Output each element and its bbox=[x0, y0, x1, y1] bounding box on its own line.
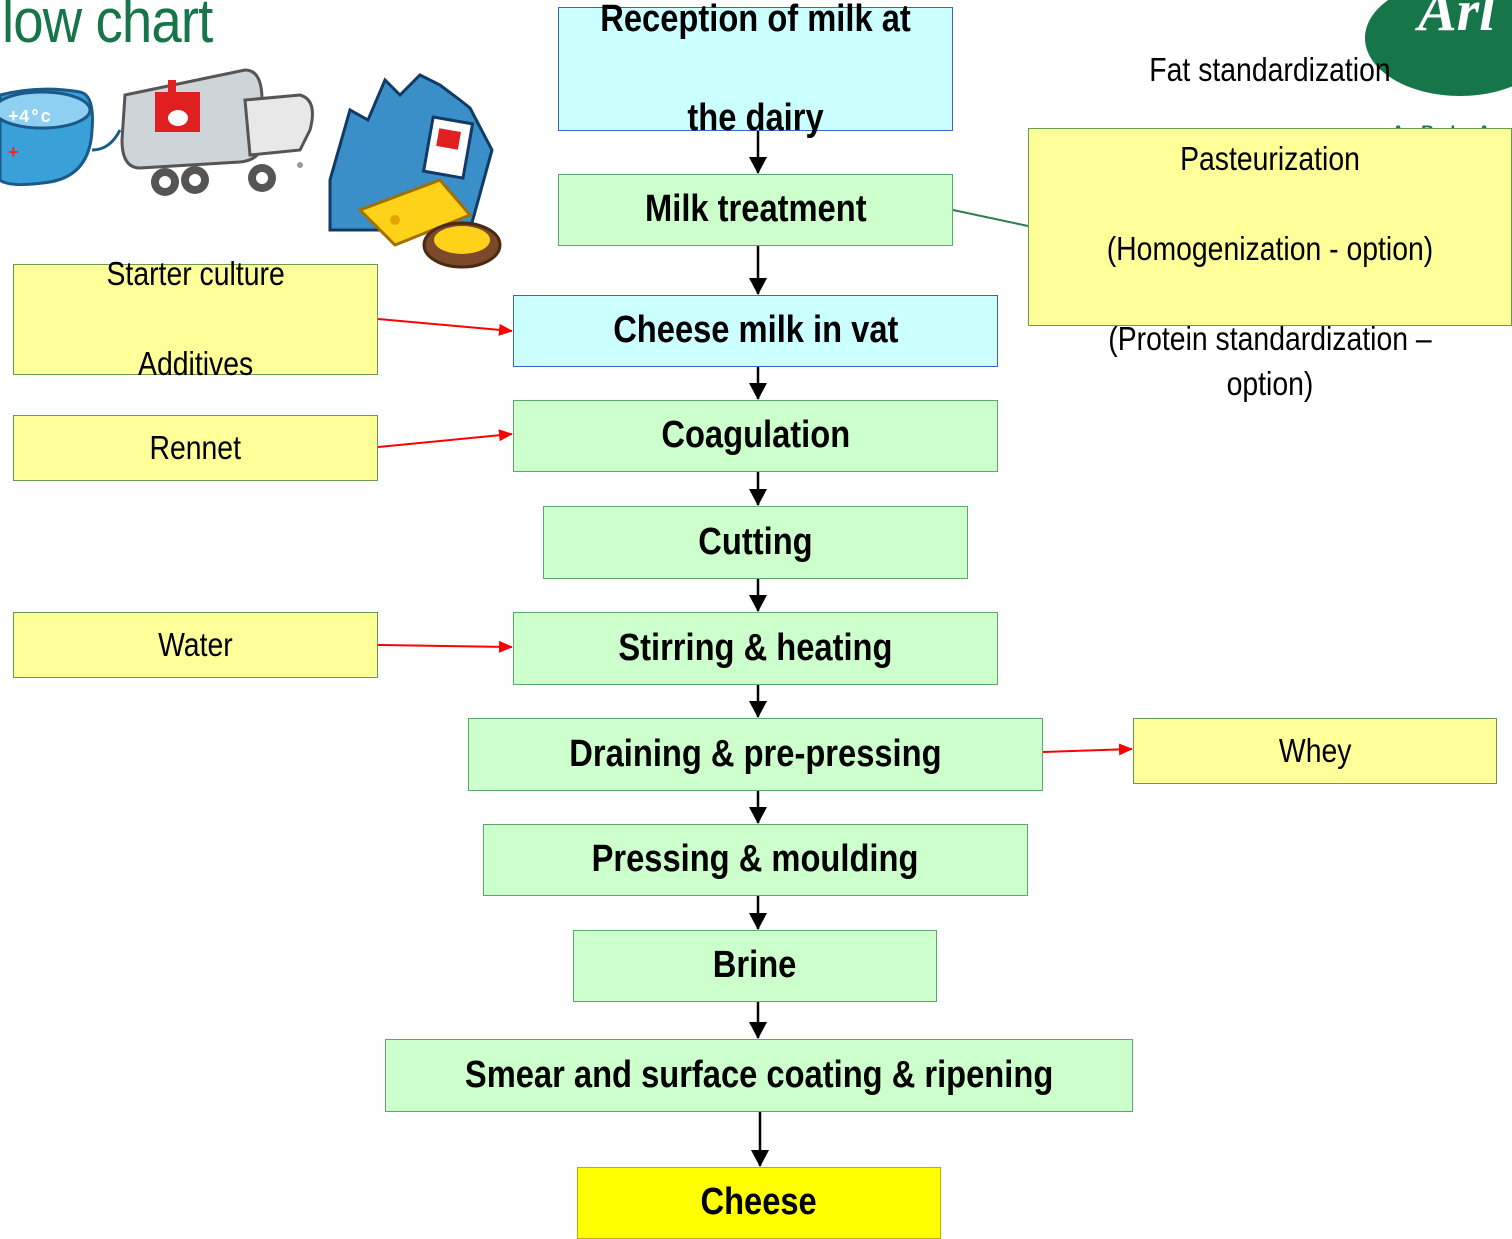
detail-connector bbox=[952, 209, 1029, 227]
step-milk-treatment: Milk treatment bbox=[558, 174, 953, 246]
step-label: Draining & pre-pressing bbox=[569, 732, 942, 775]
input-rennet: Rennet bbox=[13, 415, 378, 481]
input-arrow-rennet bbox=[377, 429, 513, 448]
input-line: Additives bbox=[137, 344, 254, 382]
step-reception: Reception of milk at the dairy bbox=[558, 0, 953, 139]
output-arrow-whey bbox=[1042, 743, 1133, 756]
input-line: Starter culture bbox=[106, 255, 285, 293]
input-water: Water bbox=[13, 612, 378, 678]
step-label: Stirring & heating bbox=[618, 626, 893, 669]
step-label: Cheese milk in vat bbox=[612, 309, 899, 352]
logo-wordmark: Arl bbox=[1415, 0, 1496, 43]
milk-truck-icon bbox=[120, 68, 314, 196]
input-arrow-water bbox=[377, 640, 513, 653]
svg-text:+: + bbox=[8, 142, 19, 162]
input-label: Water bbox=[158, 625, 233, 663]
step-stirring-heating: Stirring & heating bbox=[513, 612, 998, 685]
detail-line: Fat standardization bbox=[1149, 50, 1391, 88]
step-label: Smear and surface coating & ripening bbox=[464, 1053, 1054, 1096]
arla-logo: Arl bbox=[1365, 0, 1512, 96]
step-brine: Brine bbox=[573, 930, 937, 1002]
detail-line: (Homogenization - option) bbox=[1106, 230, 1434, 267]
detail-line: (Protein standardization – option) bbox=[1108, 319, 1432, 402]
step-label: Cheese bbox=[700, 1181, 818, 1224]
step-coagulation: Coagulation bbox=[513, 400, 998, 472]
step-label: Cutting bbox=[698, 520, 813, 563]
step-cutting: Cutting bbox=[543, 506, 968, 579]
dairy-factory-icon bbox=[328, 73, 502, 269]
output-label: Whey bbox=[1278, 731, 1352, 769]
step-smear-ripening: Smear and surface coating & ripening bbox=[385, 1039, 1133, 1112]
input-starter-culture: Starter culture Additives bbox=[13, 255, 378, 382]
step-reception-line2: the dairy bbox=[687, 96, 824, 139]
logo-badge-icon bbox=[1365, 0, 1512, 96]
step-label: Milk treatment bbox=[644, 188, 867, 231]
step-draining-prepressing: Draining & pre-pressing bbox=[468, 718, 1043, 791]
output-whey: Whey bbox=[1133, 718, 1497, 784]
page-title: low chart bbox=[2, 0, 213, 56]
step-reception-line1: Reception of milk at bbox=[600, 0, 911, 40]
dairy-illustration: +4°c + bbox=[0, 68, 502, 269]
step-label: Brine bbox=[713, 944, 797, 987]
thermometer-label: +4°c bbox=[8, 108, 51, 128]
input-arrow-starter bbox=[377, 318, 513, 336]
step-pressing-moulding: Pressing & moulding bbox=[483, 824, 1028, 896]
step-label: Pressing & moulding bbox=[592, 838, 919, 881]
hose-icon bbox=[91, 129, 122, 152]
step-label: Coagulation bbox=[661, 414, 850, 457]
step-cheese: Cheese bbox=[577, 1167, 941, 1239]
step-cheese-milk-in-vat: Cheese milk in vat bbox=[513, 295, 998, 367]
input-label: Rennet bbox=[149, 428, 242, 466]
treatment-details: Fat standardization Pasteurization (Homo… bbox=[1028, 51, 1512, 402]
detail-line: Pasteurization bbox=[1180, 140, 1360, 178]
